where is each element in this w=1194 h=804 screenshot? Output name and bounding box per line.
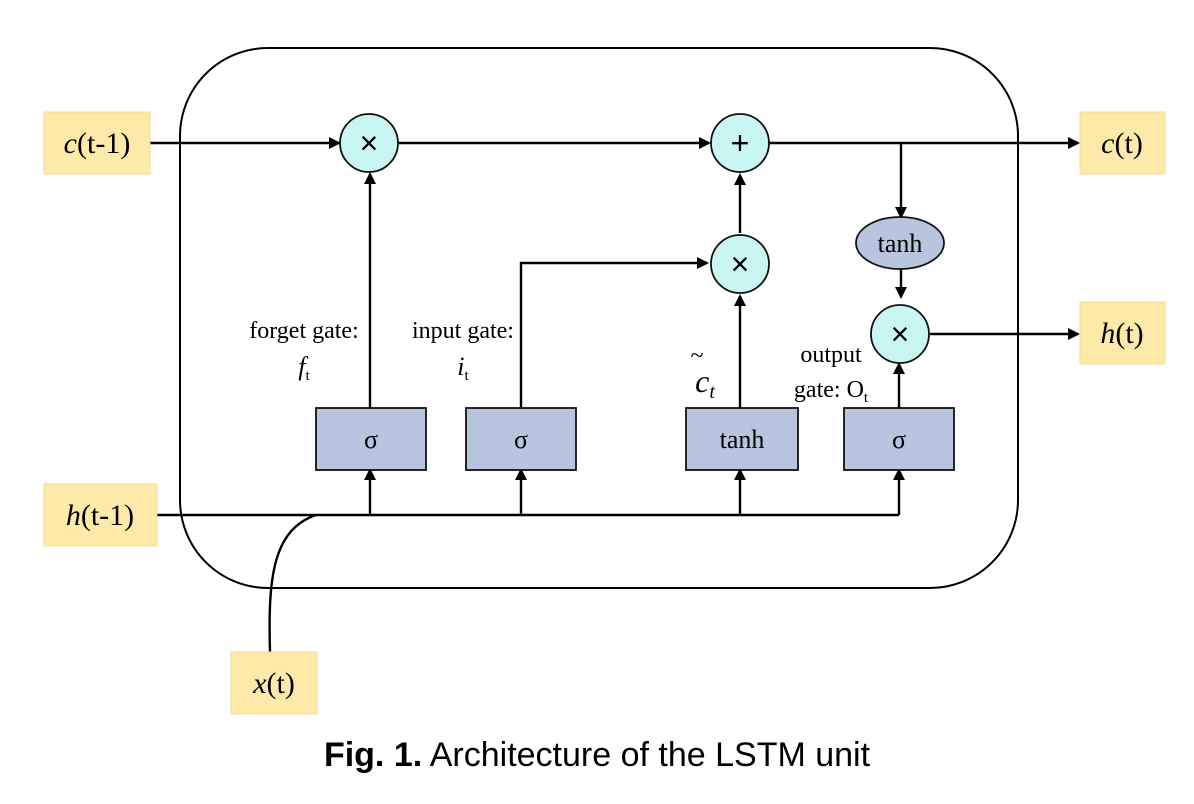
input-gate-box: σ — [465, 407, 577, 471]
output-gate-fn: σ — [892, 425, 906, 454]
input-gate-fn: σ — [514, 425, 528, 454]
forget-gate-sym: f — [298, 352, 309, 381]
multiply-icon: × — [360, 125, 379, 161]
forget-gate-sub: t — [306, 368, 311, 384]
cell-tanh-node: tanh — [855, 216, 945, 270]
candidate-label: ~ ct — [691, 343, 716, 403]
c-next-var: c — [1101, 127, 1114, 160]
candidate-sub: t — [709, 381, 715, 403]
forget-gate-label: forget gate: ft — [249, 318, 359, 384]
svg-text:h(t): h(t) — [1100, 317, 1143, 350]
svg-text:gate: Ot: gate: Ot — [794, 377, 869, 406]
forget-gate-box: σ — [315, 407, 427, 471]
io-h-next: h(t) — [1079, 301, 1166, 365]
output-gate-label: output gate: Ot — [794, 342, 869, 406]
svg-text:c(t): c(t) — [1101, 127, 1143, 160]
svg-text:it: it — [457, 352, 469, 384]
candidate-tilde: ~ — [691, 343, 704, 369]
input-gate-label-text: input gate: — [412, 318, 514, 344]
cell-boundary — [179, 47, 1019, 589]
candidate-fn: tanh — [720, 425, 765, 454]
svg-text:ft: ft — [298, 352, 310, 384]
cell-tanh-label: tanh — [878, 229, 923, 258]
figure-caption: Fig. 1. Architecture of the LSTM unit — [0, 736, 1194, 775]
caption-text: Architecture of the LSTM unit — [422, 736, 871, 774]
c-prev-arg: (t-1) — [77, 127, 130, 160]
svg-text:c(t-1): c(t-1) — [64, 127, 131, 160]
multiply-icon: × — [891, 316, 910, 352]
x-in-var: x — [252, 667, 267, 700]
candidate-box: tanh — [685, 407, 799, 471]
svg-text:h(t-1): h(t-1) — [66, 499, 134, 532]
input-multiply-node: × — [710, 234, 770, 294]
wires — [150, 137, 1080, 653]
caption-prefix: Fig. 1. — [323, 736, 423, 774]
output-gate-label-text: output — [800, 342, 862, 368]
multiply-icon: × — [731, 246, 750, 282]
input-gate-sym: i — [457, 352, 464, 381]
output-gate-prefix: gate: — [794, 377, 847, 403]
candidate-sym: c — [695, 363, 709, 399]
h-prev-arg: (t-1) — [81, 499, 134, 532]
c-prev-var: c — [64, 127, 77, 160]
io-c-next: c(t) — [1079, 111, 1166, 175]
wire-input-sigma-to-mult — [519, 257, 709, 408]
forget-gate-label-text: forget gate: — [249, 318, 359, 344]
plus-icon: + — [731, 125, 750, 161]
output-gate-box: σ — [843, 407, 955, 471]
io-c-prev: c(t-1) — [43, 111, 151, 175]
output-multiply-node: × — [870, 304, 930, 364]
svg-text:ct: ct — [695, 363, 715, 403]
x-in-arg: (t) — [267, 667, 295, 700]
wire-x-in — [268, 513, 317, 653]
add-node: + — [710, 113, 770, 173]
h-next-var: h — [1100, 317, 1115, 350]
forget-gate-fn: σ — [364, 425, 378, 454]
io-x-in: x(t) — [230, 651, 318, 715]
io-h-prev: h(t-1) — [43, 483, 158, 547]
input-gate-label: input gate: it — [412, 318, 514, 384]
forget-multiply-node: × — [339, 113, 399, 173]
output-gate-sub: t — [864, 390, 869, 406]
h-prev-var: h — [66, 499, 81, 532]
h-next-arg: (t) — [1115, 317, 1143, 350]
svg-text:x(t): x(t) — [252, 667, 295, 700]
input-gate-sub: t — [465, 368, 470, 384]
output-gate-sym: O — [847, 377, 864, 403]
c-next-arg: (t) — [1115, 127, 1143, 160]
